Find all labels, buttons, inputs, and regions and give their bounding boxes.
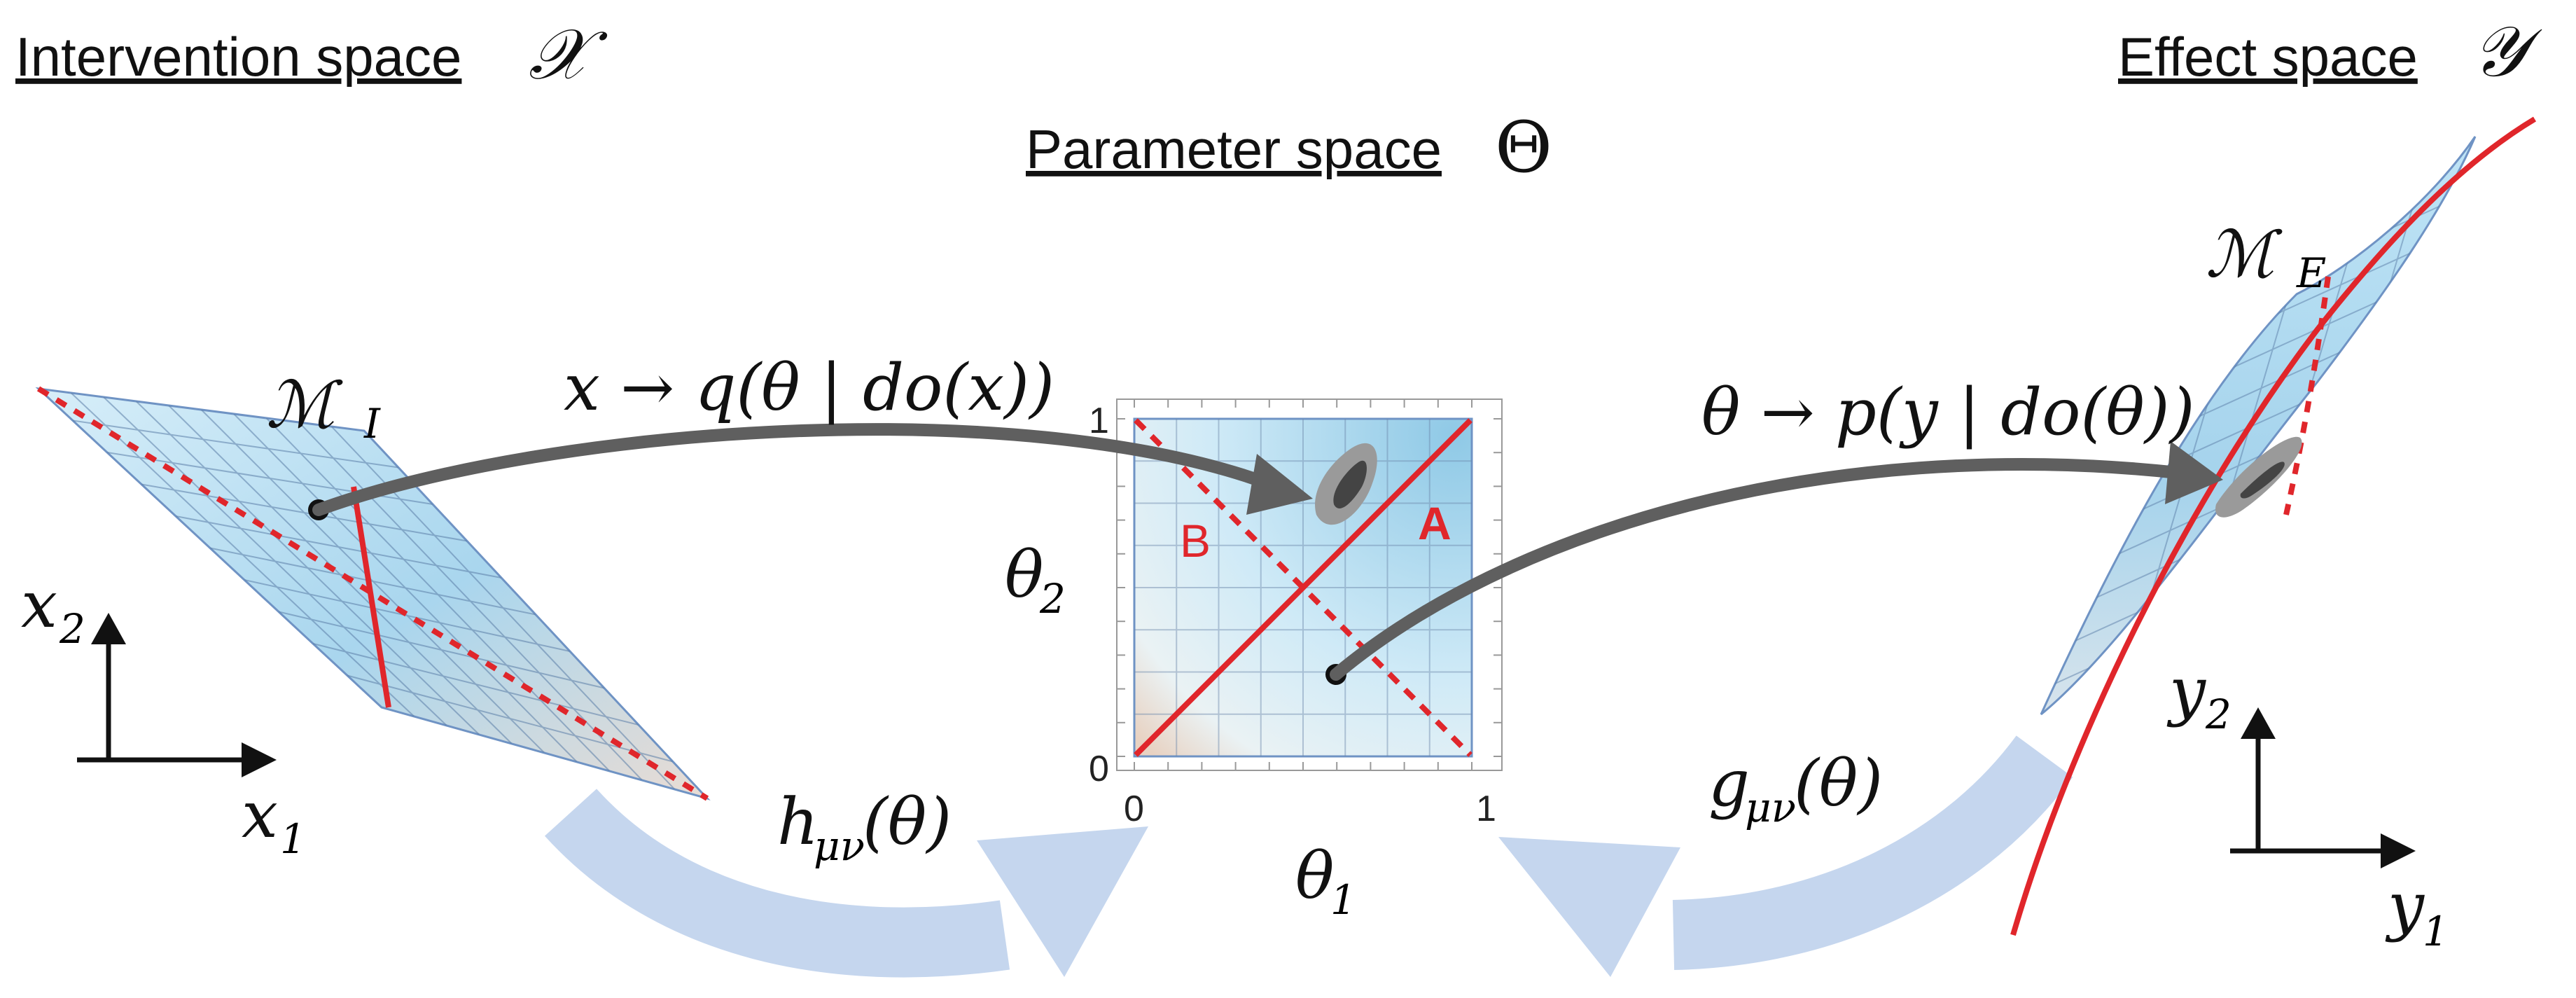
effect-axes: y 2 y 1 [2166,653,2449,955]
intervention-manifold-label: ℳ I [266,368,381,448]
y2-axis-subscript: 2 [2205,691,2232,738]
theta1-axis-subscript: 1 [1330,876,1356,924]
g-map-name: g [1708,746,1750,821]
mesh-line [72,420,399,469]
y1-axis-subscript: 1 [2423,908,2449,955]
effect-space-heading: Effect space 𝒴 [2118,11,2542,92]
intervention-space-label: Intervention space [15,26,461,88]
mesh-line [2450,137,2475,714]
theta1-tick-0: 0 [1124,789,1144,829]
g-map-label: g μν (θ) [1708,746,1883,831]
intervention-solid-line [351,486,391,708]
parameter-to-effect-arrow [1330,441,2223,681]
x2-axis-label: x [21,567,57,642]
region-b-label: B [1180,515,1211,567]
parameter-plot-frame [1116,398,1503,771]
mesh-line [312,643,639,726]
effect-space-symbol: 𝒴 [2472,11,2542,92]
theta2-axis-label: θ [1005,537,1043,612]
intervention-dashed-line [36,386,709,801]
mesh-line [2303,137,2475,714]
theta1-axis-label: θ [1295,838,1334,913]
intervention-to-parameter-arrow [312,423,1313,516]
g-map-subscript: μν [1745,784,1796,831]
effect-manifold [2010,116,2537,936]
parameter-plot-grid [1134,419,1472,756]
effect-mesh [2041,137,2475,714]
parameter-space-symbol: Θ [1495,106,1552,188]
effect-boundary-curve [2010,116,2537,936]
mesh-line [2352,137,2475,714]
g-wide-arrow [1498,735,2073,977]
g-map-argument: (θ) [1794,746,1883,821]
parameter-space-label: Parameter space [1026,118,1442,180]
effect-posterior-blob [2215,436,2302,518]
manifold-e-letter: ℳ [2206,217,2283,292]
y1-axis-label: y [2385,868,2425,943]
parameter-plot: B A 1 0 0 1 θ 2 θ 1 [1005,398,1503,924]
mesh-line [278,611,605,689]
intervention-axes: x 2 x 1 [21,567,306,863]
theta2-axis-subscript: 2 [1039,575,1066,623]
intervention-space-heading: Intervention space 𝒳 [15,13,608,95]
y2-axis-label: y [2166,653,2206,728]
mesh-line [209,547,536,616]
effect-manifold-label: ℳ E [2206,217,2326,297]
mesh-line [141,483,468,542]
x1-axis-label: x [242,777,278,852]
region-a-label: A [1418,497,1451,549]
manifold-e-subscript: E [2296,249,2326,297]
h-wide-arrow [544,789,1148,978]
manifold-i-subscript: I [363,400,381,448]
theta1-tick-1: 1 [1476,789,1496,829]
x2-axis-subscript: 2 [59,605,85,653]
x1-axis-subscript: 1 [280,815,306,863]
parameter-plot-frame-ticks [1117,399,1502,770]
h-map-subscript: μν [814,822,865,870]
mesh-line [175,515,502,578]
h-map-name: h [777,784,819,859]
theta2-tick-0: 0 [1089,749,1109,789]
theta2-tick-1: 1 [1089,401,1109,441]
h-map-label: h μν (θ) [777,784,952,870]
parameter-space-heading: Parameter space Θ [1026,106,1552,188]
to-effect-label: θ → p(y | do(θ)) [1701,375,2195,450]
to-parameter-label: x → q(θ | do(x)) [564,350,1054,425]
effect-dashed-line [2283,276,2331,515]
h-map-argument: (θ) [863,784,952,859]
intervention-manifold [35,386,711,801]
mesh-line [244,579,571,652]
parameter-diagonal-b [1134,418,1473,757]
mesh-line [2254,137,2437,714]
effect-space-label: Effect space [2118,26,2418,88]
intervention-space-symbol: 𝒳 [529,13,608,95]
parameter-posterior-blob [1315,443,1377,525]
manifold-i-letter: ℳ [266,368,343,443]
